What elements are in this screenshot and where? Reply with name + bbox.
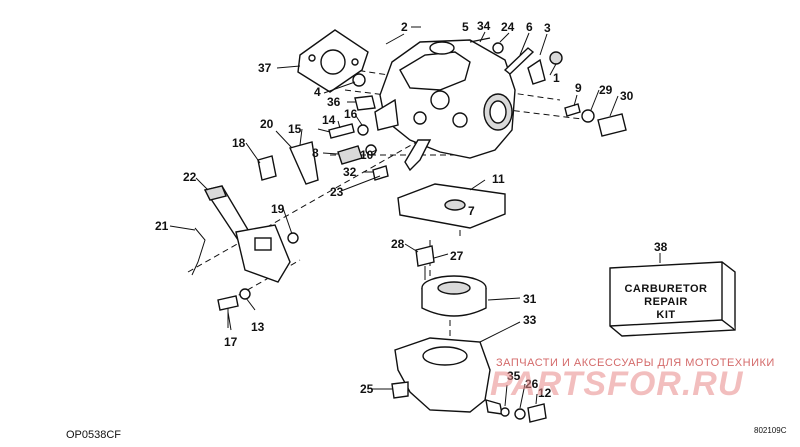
flange-gasket [297,29,369,93]
kit-label-line-1: CARBURETOR [624,283,707,295]
callout-15: 15 [288,122,302,136]
callout-11: 11 [492,172,505,186]
figure-code-right: 802109C [754,426,787,435]
small-parts-top [328,37,627,181]
callout-13: 13 [251,320,265,334]
callout-19: 19 [271,202,285,216]
float-and-needle [415,245,487,317]
watermark-brand: PARTSFOR.RU [490,365,744,403]
carburetor-repair-kit: CARBURETOR REPAIR KIT [609,261,736,337]
callout-37: 37 [258,61,272,75]
callout-16: 16 [344,107,358,121]
kit-label-line-3: KIT [656,309,675,321]
callout-25: 25 [360,382,374,396]
bowl-gasket [397,183,506,229]
callout-8: 8 [312,146,319,160]
callout-7: 7 [468,204,475,218]
callout-9: 9 [575,81,582,95]
callout-32: 32 [343,165,357,179]
callout-1: 1 [553,71,560,85]
callout-4: 4 [314,85,321,99]
carburetor-body [374,39,516,172]
callout-27: 27 [450,249,464,263]
callout-24: 24 [501,20,515,34]
callout-29: 29 [599,83,613,97]
callout-22: 22 [183,170,197,184]
callout-18: 18 [232,136,246,150]
float-bowl [391,337,547,423]
callout-6: 6 [526,20,533,34]
callout-36: 36 [327,95,341,109]
watermark: ЗАПЧАСТИ И АКСЕССУАРЫ ДЛЯ МОТОТЕХНИКИ PA… [490,357,775,403]
watermark-tagline: ЗАПЧАСТИ И АКСЕССУАРЫ ДЛЯ МОТОТЕХНИКИ [496,357,775,369]
leader-lines [169,26,661,409]
callout-21: 21 [155,219,169,233]
callout-34: 34 [477,19,491,33]
callout-2: 2 [401,20,408,34]
callout-26: 26 [525,377,539,391]
callout-10: 10 [360,148,374,162]
callout-3: 3 [544,21,551,35]
callout-30: 30 [620,89,634,103]
callout-35: 35 [507,369,521,383]
throttle-lever-assembly [191,141,319,328]
callout-33: 33 [523,313,537,327]
callout-17: 17 [224,335,238,349]
figure-code-left: OP0538CF [66,429,121,441]
callout-31: 31 [523,292,537,306]
callout-20: 20 [260,117,274,131]
callout-14: 14 [322,113,336,127]
callout-12: 12 [538,386,552,400]
callout-labels: 2 5 34 24 6 3 1 37 4 36 14 15 16 20 8 10… [155,19,668,400]
callout-23: 23 [330,185,344,199]
callout-38: 38 [654,240,668,254]
kit-label-line-2: REPAIR [644,296,688,308]
callout-5: 5 [462,20,469,34]
callout-28: 28 [391,237,405,251]
